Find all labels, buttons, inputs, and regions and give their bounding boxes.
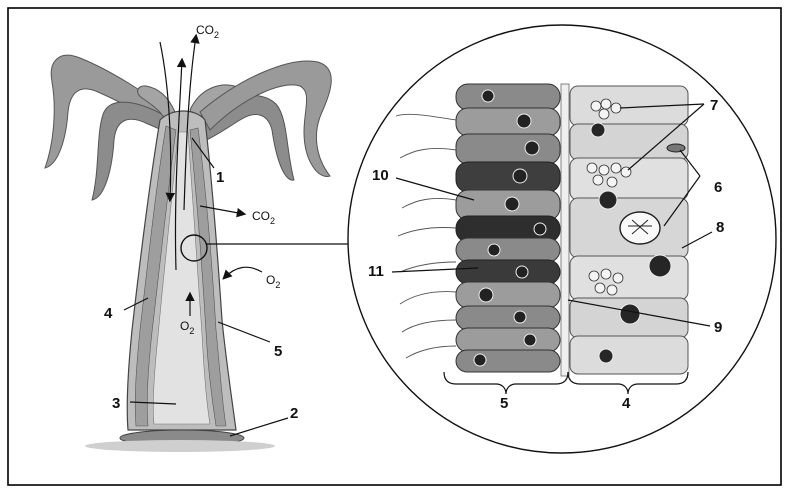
- label-6: 6: [714, 179, 722, 196]
- label-5-group: 5: [500, 395, 508, 412]
- label-3: 3: [112, 395, 120, 412]
- label-4: 4: [104, 305, 113, 322]
- label-7: 7: [710, 97, 718, 114]
- flagellum-tip: [667, 144, 685, 152]
- label-1: 1: [216, 169, 224, 186]
- label-9: 9: [714, 319, 722, 336]
- mesoglea: [561, 84, 569, 376]
- label-4-group: 4: [622, 395, 631, 412]
- label-2: 2: [290, 405, 298, 422]
- ground: [85, 440, 275, 452]
- label-5-hydra: 5: [274, 343, 282, 360]
- cnidocyte-capsule: [620, 212, 660, 244]
- label-10: 10: [372, 167, 389, 184]
- label-11: 11: [368, 263, 384, 280]
- label-8: 8: [716, 219, 724, 236]
